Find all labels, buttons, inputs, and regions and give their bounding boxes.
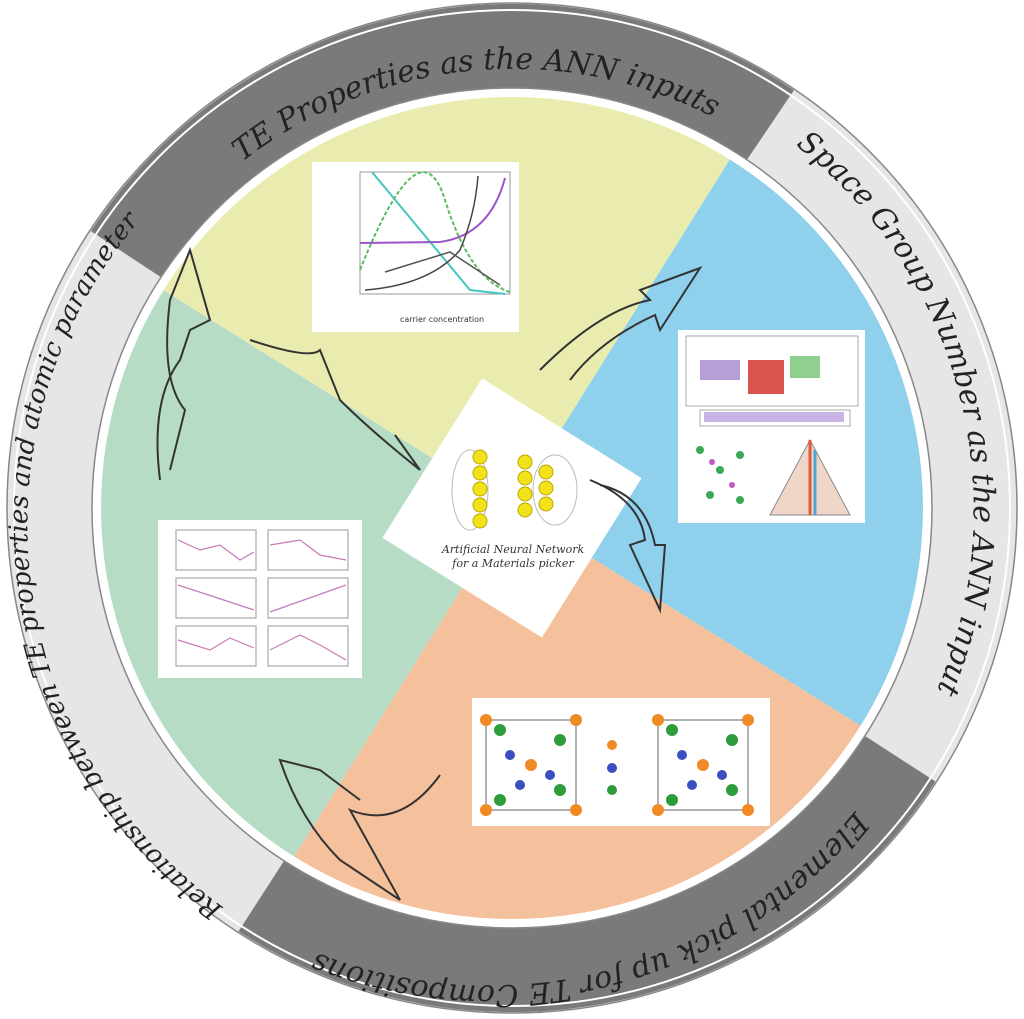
- relationship-plots: [158, 520, 362, 678]
- arrow-relationship-to-te: [156, 246, 212, 481]
- chart-xlabel: carrier concentration: [400, 315, 484, 324]
- center-label-line1: Artificial Neural Network: [441, 543, 585, 556]
- center-diamond: [382, 378, 642, 638]
- arrow-ann-to-elemental: [589, 479, 667, 614]
- center-label-line2: for a Materials picker: [451, 557, 574, 570]
- neural-network-icon: Artificial Neural Network for a Material…: [441, 449, 585, 570]
- arrow-elemental-to-relationship: [278, 758, 441, 901]
- flow-arrows: [156, 246, 703, 901]
- arrow-te-to-ann: [249, 339, 421, 471]
- crystal-structure-inset: [472, 698, 770, 826]
- space-group-inset: [678, 330, 865, 523]
- arrow-ann-to-space-group: [539, 266, 703, 381]
- te-properties-chart: carrier concentration: [312, 162, 519, 332]
